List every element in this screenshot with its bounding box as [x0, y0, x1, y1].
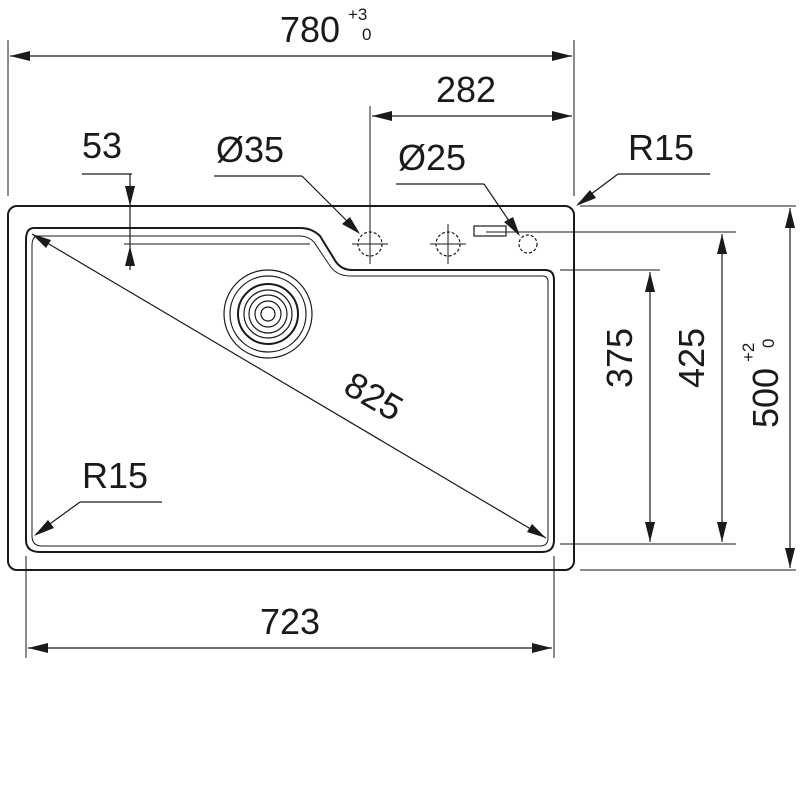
- overall-width-tol-upper: +3: [348, 5, 367, 24]
- corner-to-bowl-value: 53: [82, 125, 122, 166]
- sink-outline: [7, 205, 575, 571]
- overall-width-tol-lower: 0: [362, 25, 371, 44]
- overall-depth-tol-lower: 0: [759, 339, 778, 348]
- leader-bowl-radius: R15: [34, 455, 162, 536]
- dimension-bowl-depth-outer: 425: [671, 234, 727, 542]
- dimension-bowl-width: 723: [25, 556, 555, 658]
- bowl-depth-inner-value: 375: [599, 328, 640, 388]
- accessory-hole-icon: [518, 234, 538, 254]
- dimension-corner-to-bowl: 53: [82, 125, 310, 270]
- dimension-tap-offset: 282: [369, 69, 572, 258]
- drain-icon: [223, 269, 313, 359]
- dimension-bowl-depth-inner: 375: [599, 272, 655, 542]
- bowl-radius-label: R15: [82, 455, 148, 496]
- bowl-diagonal-value: 825: [338, 363, 411, 429]
- bowl-contour: [25, 227, 555, 553]
- tap-hole-diameter-label: Ø35: [216, 129, 284, 170]
- bowl-contour-inner: [31, 235, 549, 547]
- sink-outer-rim: [7, 205, 575, 571]
- dimension-overall-depth: 500 +2 0: [739, 208, 795, 568]
- bowl-depth-outer-value: 425: [671, 328, 712, 388]
- overall-depth-tol-upper: +2: [739, 343, 758, 362]
- overall-width-value: 780: [280, 9, 340, 50]
- outer-radius-label: R15: [628, 127, 694, 168]
- leader-outer-radius: R15: [576, 127, 710, 206]
- bowl-width-value: 723: [260, 601, 320, 642]
- tap-hole-secondary-icon: [430, 224, 466, 264]
- leader-accessory-hole-diameter: Ø25: [396, 137, 520, 236]
- leader-tap-hole-diameter: Ø35: [214, 129, 360, 234]
- overflow-slot-icon: [473, 225, 507, 237]
- tap-offset-value: 282: [436, 69, 496, 110]
- accessory-hole-diameter-label: Ø25: [398, 137, 466, 178]
- overall-depth-value: 500: [745, 368, 786, 428]
- dimension-overall-width: 780 +3 0: [7, 5, 575, 196]
- vertical-extension-lines: [486, 205, 796, 571]
